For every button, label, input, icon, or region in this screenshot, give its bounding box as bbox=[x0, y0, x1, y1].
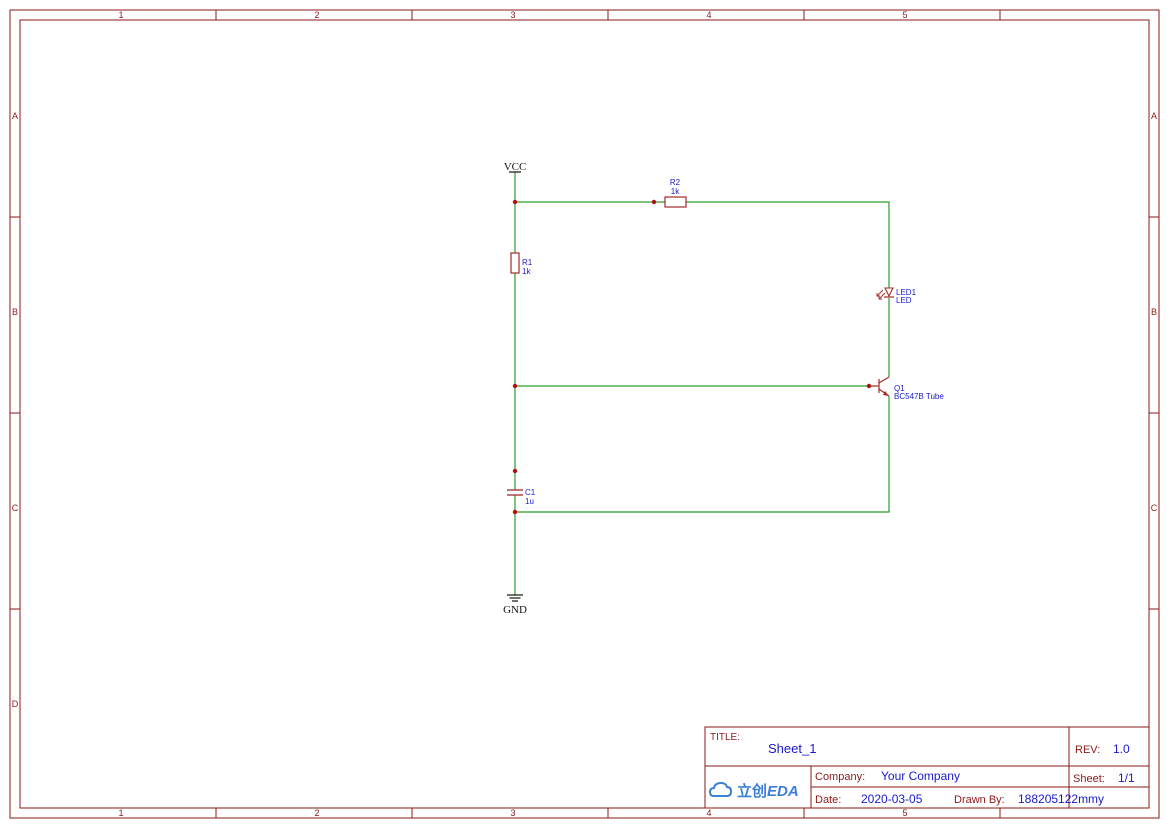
junction-dot bbox=[866, 383, 872, 389]
date-value: 2020-03-05 bbox=[861, 792, 923, 806]
row-label-b: B bbox=[1151, 307, 1157, 317]
row-label-a: A bbox=[1151, 111, 1157, 121]
column-labels-top: 1 2 3 4 5 bbox=[118, 10, 907, 20]
col-label-5: 5 bbox=[902, 10, 907, 20]
r1-body bbox=[510, 252, 520, 274]
gnd-symbol[interactable]: GND bbox=[503, 594, 527, 616]
drawing-frame bbox=[9, 9, 1160, 819]
col-label-3: 3 bbox=[510, 10, 515, 20]
col-label-3: 3 bbox=[510, 808, 515, 818]
col-label-4: 4 bbox=[706, 808, 711, 818]
q1-value: BC547B Tube bbox=[894, 392, 944, 401]
led1-value: LED bbox=[896, 296, 912, 305]
sheet-value: 1/1 bbox=[1118, 771, 1135, 785]
resistor-r2[interactable]: R2 1k bbox=[664, 178, 687, 208]
rev-label: REV: bbox=[1075, 744, 1100, 756]
wires bbox=[514, 172, 890, 595]
row-label-d: D bbox=[12, 699, 19, 709]
sheet-title: Sheet_1 bbox=[768, 741, 816, 756]
r2-body bbox=[664, 196, 687, 208]
led-led1[interactable]: LED1 LED bbox=[876, 287, 917, 305]
col-label-2: 2 bbox=[314, 10, 319, 20]
junction-dot bbox=[512, 199, 518, 205]
logo-en: EDA bbox=[767, 783, 799, 800]
drawn-by-label: Drawn By: bbox=[954, 794, 1005, 806]
column-labels-bottom: 1 2 3 4 5 bbox=[118, 808, 907, 818]
c1-value: 1u bbox=[525, 497, 534, 506]
drawn-by-value: 188205122mmy bbox=[1018, 792, 1104, 806]
emitter-arrow-icon bbox=[883, 391, 889, 396]
vcc-label: VCC bbox=[504, 161, 527, 173]
capacitor-c1[interactable]: C1 1u bbox=[507, 488, 536, 506]
transistor-q1[interactable]: Q1 BC547B Tube bbox=[869, 376, 944, 401]
junction-dot bbox=[512, 468, 518, 474]
junction-dot bbox=[512, 383, 518, 389]
vcc-symbol[interactable]: VCC bbox=[504, 161, 527, 173]
date-label: Date: bbox=[815, 794, 841, 806]
row-label-c: C bbox=[1151, 503, 1158, 513]
row-label-b: B bbox=[12, 307, 18, 317]
rev-value: 1.0 bbox=[1113, 742, 1130, 756]
col-label-1: 1 bbox=[118, 10, 123, 20]
title-label: TITLE: bbox=[710, 732, 740, 743]
company-value: Your Company bbox=[881, 769, 960, 783]
junction-dot bbox=[651, 199, 657, 205]
col-label-1: 1 bbox=[118, 808, 123, 818]
resistor-r1[interactable]: R1 1k bbox=[510, 252, 533, 276]
junctions bbox=[512, 199, 872, 515]
col-label-4: 4 bbox=[706, 10, 711, 20]
wire-r2-led[interactable] bbox=[686, 201, 890, 288]
junction-dot bbox=[512, 509, 518, 515]
row-labels-right: A B C bbox=[1151, 111, 1158, 513]
title-block: TITLE: Sheet_1 REV: 1.0 立创 EDA Company: … bbox=[704, 726, 1150, 809]
sheet-label: Sheet: bbox=[1073, 773, 1105, 785]
frame-outer bbox=[9, 9, 1160, 819]
led1-ref: LED1 bbox=[896, 288, 917, 297]
row-labels-left: A B C D bbox=[12, 111, 19, 709]
r1-ref: R1 bbox=[522, 258, 533, 267]
row-label-a: A bbox=[12, 111, 18, 121]
led-emission-arrows-icon bbox=[876, 289, 886, 300]
wire-emitter-gnd[interactable] bbox=[515, 396, 890, 513]
q1-ref: Q1 bbox=[894, 384, 905, 393]
gnd-label: GND bbox=[503, 604, 527, 616]
r2-value: 1k bbox=[671, 187, 680, 196]
lceda-logo: 立创 EDA bbox=[708, 781, 799, 800]
company-label: Company: bbox=[815, 771, 865, 783]
row-label-c: C bbox=[12, 503, 19, 513]
r1-value: 1k bbox=[522, 267, 531, 276]
logo-cn: 立创 bbox=[737, 782, 767, 800]
frame-inner bbox=[19, 19, 1150, 809]
r2-ref: R2 bbox=[670, 178, 681, 187]
cloud-logo-icon bbox=[708, 781, 733, 797]
col-label-2: 2 bbox=[314, 808, 319, 818]
c1-ref: C1 bbox=[525, 488, 536, 497]
col-label-5: 5 bbox=[902, 808, 907, 818]
